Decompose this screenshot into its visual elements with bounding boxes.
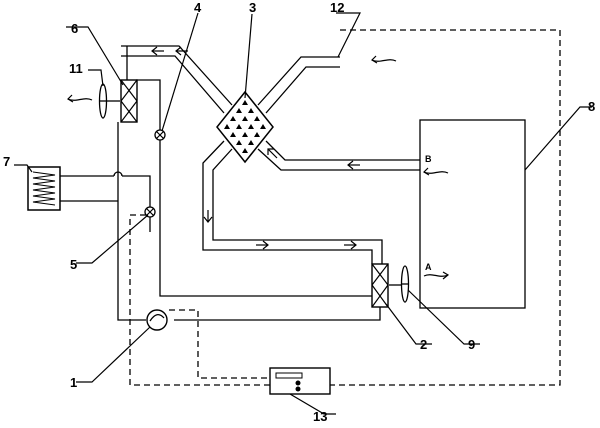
evaporator-2 [371,263,389,308]
label-11: 11 [69,61,83,76]
label-air-b: B [425,154,432,164]
label-12: 12 [330,0,344,15]
fan-9 [389,265,410,303]
label-8: 8 [588,99,595,114]
label-1: 1 [70,375,77,390]
flow-arrows [67,46,450,280]
label-2: 2 [420,337,427,352]
controller-13 [269,367,331,395]
fan-11 [98,83,120,119]
condenser-6 [120,79,138,123]
label-9: 9 [468,337,475,352]
control-dashed-lines [129,29,561,386]
label-air-a: A [425,262,432,272]
leader-lines [14,12,592,415]
expansion-valve-5 [144,206,156,218]
expansion-valve-4 [154,129,166,141]
label-3: 3 [249,0,256,15]
air-duct-network [121,45,420,264]
radiator-7 [27,166,61,211]
label-6: 6 [71,21,78,36]
callout-labels: 6 4 3 12 11 7 8 5 1 2 9 13 B A [3,0,595,424]
label-5: 5 [70,257,77,272]
heat-exchanger-3 [216,90,274,164]
compressor-1 [146,309,168,331]
refrigerant-piping [60,46,381,321]
label-13: 13 [313,409,327,424]
label-4: 4 [194,0,202,15]
label-7: 7 [3,154,10,169]
room-enclosure [419,119,526,309]
